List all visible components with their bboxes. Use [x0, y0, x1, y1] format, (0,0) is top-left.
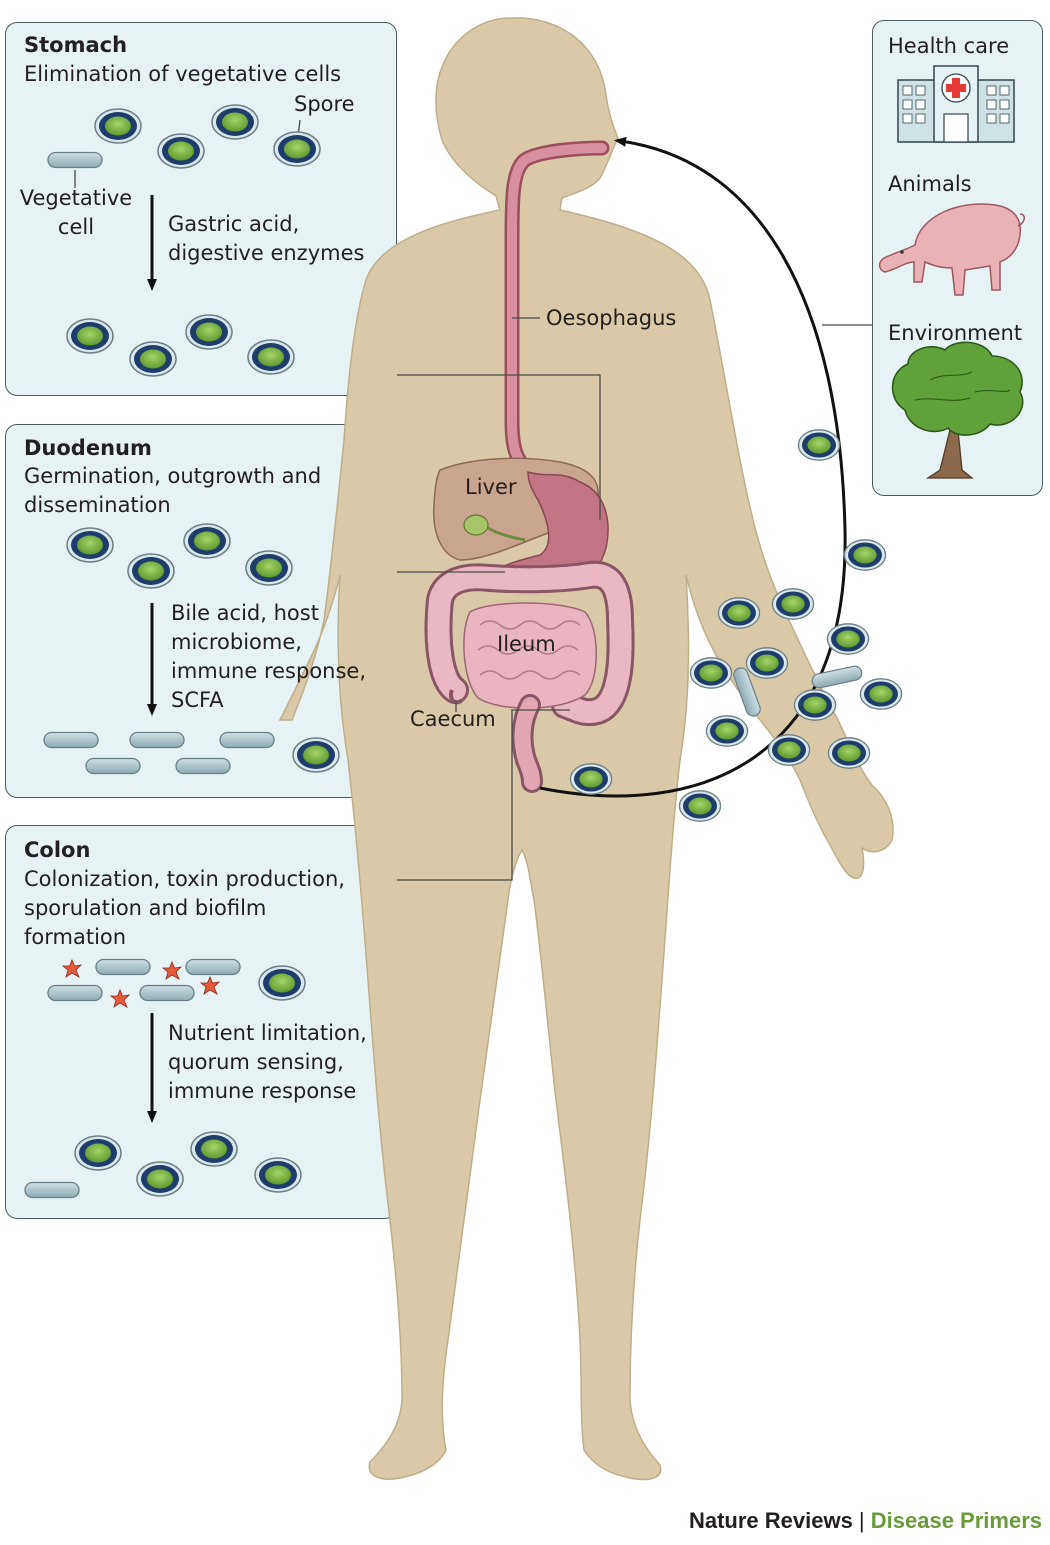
vegetative-cell: [139, 984, 195, 1002]
vegetative-cell: [47, 984, 103, 1002]
duodenum-subtitle: Germination, outgrowth and dissemination: [24, 464, 322, 517]
stomach-cells-before: [47, 104, 321, 169]
spore: [74, 1135, 122, 1171]
duodenum-process: Bile acid, host microbiome, immune respo…: [171, 601, 367, 712]
colon-cells-after: [24, 1131, 302, 1199]
tree-icon: [891, 341, 1024, 479]
shed-spore: [717, 597, 761, 629]
vegetative-cell-label: Vegetative cell: [19, 186, 133, 239]
spore: [292, 737, 340, 773]
vegetative-cell: [185, 958, 241, 976]
vegetative-cell: [85, 757, 141, 775]
shed-spore: [826, 623, 870, 655]
colon-process: Nutrient limitation, quorum sensing, imm…: [168, 1021, 367, 1103]
spore: [129, 341, 177, 377]
leader-lines: [74, 119, 872, 881]
toxin-icon: [62, 959, 82, 978]
credit-separator: |: [852, 1508, 871, 1533]
shed-spore: [678, 790, 722, 822]
spore: [66, 318, 114, 354]
hospital-icon: [897, 65, 1015, 143]
spore: [136, 1161, 184, 1197]
spore: [245, 550, 293, 586]
duodenum-title: Duodenum: [24, 436, 152, 460]
shed-spore: [569, 763, 613, 795]
colon-cells-before: [47, 958, 306, 1008]
shed-spore: [771, 588, 815, 620]
toxin-icon: [200, 976, 220, 995]
spore: [157, 133, 205, 169]
spore: [258, 965, 306, 1001]
liver-label: Liver: [465, 475, 517, 499]
environment-label: Environment: [888, 321, 1023, 345]
animals-label: Animals: [888, 172, 972, 196]
stomach-cells-after: [66, 314, 295, 377]
shed-spore: [859, 678, 903, 710]
transmission-cycle-arrow: [539, 136, 847, 798]
spore: [185, 314, 233, 350]
colon-title: Colon: [24, 838, 91, 862]
colon-subtitle: Colonization, toxin production, sporulat…: [24, 867, 345, 949]
pig-icon: [878, 203, 1025, 296]
shed-spore: [793, 689, 837, 721]
spore: [211, 104, 259, 140]
spore: [94, 108, 142, 144]
ileum-label: Ileum: [497, 632, 556, 656]
health-care-label: Health care: [888, 34, 1010, 58]
vegetative-cell: [47, 151, 103, 169]
vegetative-cell: [219, 731, 275, 749]
caecum-label: Caecum: [410, 707, 496, 731]
shed-spore: [843, 539, 887, 571]
colon-leader: [397, 709, 570, 881]
series-name: Disease Primers: [870, 1508, 1042, 1533]
vegetative-cell: [95, 958, 151, 976]
spore: [273, 131, 321, 167]
toxin-icon: [162, 961, 182, 980]
vegetative-cell: [175, 757, 231, 775]
stomach-title: Stomach: [24, 33, 128, 57]
ileum-shape: [463, 602, 597, 709]
spore: [190, 1131, 238, 1167]
shed-spore: [767, 734, 811, 766]
duodenum-cells-before: [66, 523, 293, 589]
spore: [127, 553, 175, 589]
stomach-leader: [397, 374, 601, 520]
spore: [247, 339, 295, 375]
spore: [254, 1157, 302, 1193]
digestive-tract: [424, 140, 635, 793]
stomach-subtitle: Elimination of vegetative cells: [24, 62, 342, 86]
journal-name: Nature Reviews: [688, 1508, 853, 1533]
spore: [66, 527, 114, 563]
vegetative-cell: [43, 731, 99, 749]
shed-vegetative-cell: [810, 664, 864, 690]
shed-spore: [689, 657, 733, 689]
vegetative-cell: [24, 1181, 80, 1199]
shed-spore: [797, 429, 841, 461]
spore-label: Spore: [294, 92, 355, 116]
colon-panel: [5, 825, 397, 1219]
stomach-process: Gastric acid, digestive enzymes: [168, 212, 365, 265]
journal-credit: Nature Reviews | Disease Primers: [689, 1508, 1042, 1534]
shed-spore: [827, 737, 871, 769]
duodenum-cells-after: [43, 731, 340, 775]
shed-spore: [705, 715, 749, 747]
human-body-silhouette: [278, 17, 894, 1481]
vegetative-cell: [129, 731, 185, 749]
shed-spore: [745, 647, 789, 679]
toxin-icon: [110, 989, 130, 1008]
spore: [183, 523, 231, 559]
oesophagus-label: Oesophagus: [546, 306, 677, 330]
